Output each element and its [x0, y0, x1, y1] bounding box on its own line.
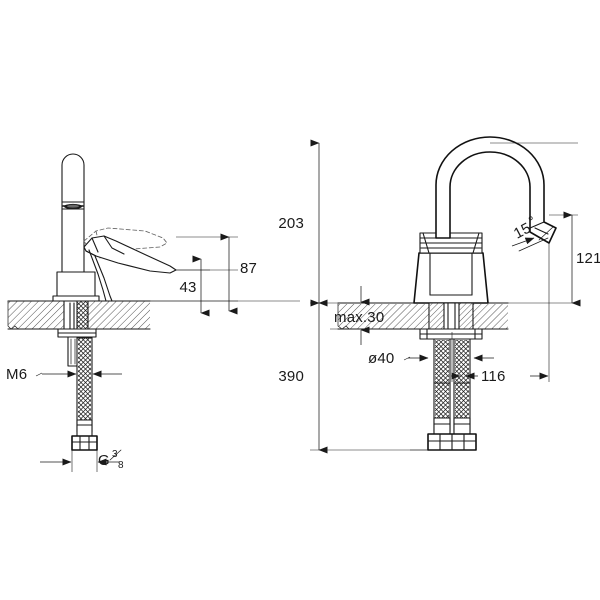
view-side-elevation-left: 87 43 M6 G 3 8	[6, 153, 300, 472]
mounting-shank-right	[419, 302, 483, 340]
faucet-base-escutcheon-right	[413, 252, 489, 304]
faucet-base-block-left	[52, 271, 100, 302]
flexible-hoses-right	[427, 338, 477, 451]
flexible-hose-left	[71, 336, 98, 451]
dimension-label-g38-numerator: 3	[112, 449, 118, 460]
dimension-label-g38-letter: G	[98, 452, 110, 469]
swan-neck-spout-right	[435, 136, 557, 244]
dimension-label-max30: max.30	[334, 309, 384, 326]
dimension-116: 116	[451, 243, 550, 385]
dimension-label-d40: ø40	[368, 350, 394, 367]
dimension-d40: ø40	[368, 350, 494, 367]
dimension-390: 390	[278, 299, 476, 454]
mounting-stud-left	[57, 300, 97, 338]
dimension-203: 203	[278, 139, 578, 307]
column-collar-rings-right	[419, 232, 483, 254]
dimension-label-203: 203	[278, 215, 304, 232]
dimension-label-87: 87	[240, 260, 257, 277]
dimension-43: 43	[176, 255, 210, 317]
dimension-87: 87	[150, 233, 257, 315]
dimension-label-116: 116	[481, 368, 506, 385]
dimension-label-g38-denominator: 8	[118, 460, 124, 471]
dimension-label-m6: M6	[6, 366, 27, 383]
dimension-label-43: 43	[179, 279, 196, 296]
dimension-m6: M6	[6, 360, 122, 383]
dimension-label-121: 121	[576, 250, 600, 267]
dimension-label-390: 390	[278, 368, 304, 385]
dimension-max30: max.30	[330, 286, 410, 345]
dimension-g38: G 3 8	[40, 449, 124, 472]
spout-column-left	[61, 153, 85, 273]
dimension-label-15: 15	[511, 219, 534, 242]
dimension-label-g38: G 3 8	[98, 449, 124, 471]
countertop-slab-left	[7, 300, 300, 330]
dimension-15-degrees: 15 °	[511, 212, 554, 252]
view-front-elevation-right: 203 121 15 ° max.30	[278, 136, 600, 454]
dimension-121: 121	[549, 211, 600, 307]
